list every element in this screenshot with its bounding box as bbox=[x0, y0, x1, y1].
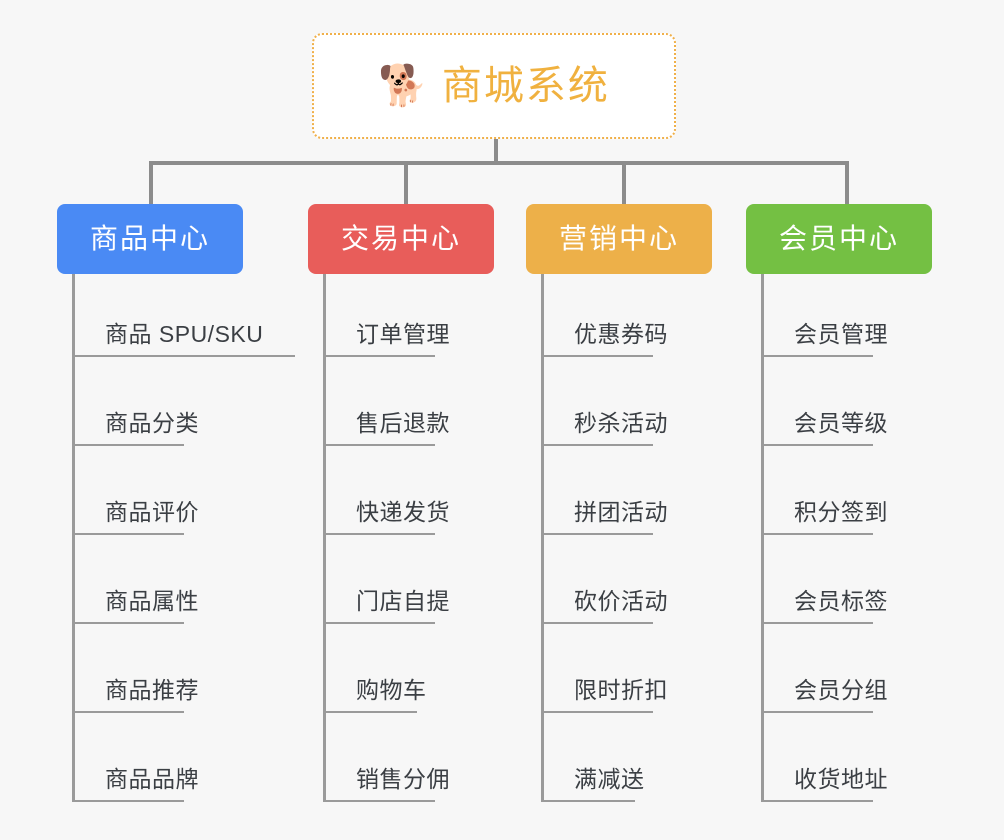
page-title: 商城系统 bbox=[441, 64, 610, 108]
category-box-member-center[interactable]: 会员中心 bbox=[746, 204, 932, 274]
leaf-underline bbox=[541, 355, 653, 357]
drop-line-product-center bbox=[149, 161, 153, 205]
leaf-label: 会员标签 bbox=[794, 588, 888, 614]
leaf-label: 快递发货 bbox=[356, 499, 450, 525]
leaf-label: 购物车 bbox=[356, 677, 427, 703]
leaf-underline bbox=[72, 800, 184, 802]
category-box-marketing-center[interactable]: 营销中心 bbox=[526, 204, 712, 274]
leaf-underline bbox=[72, 444, 184, 446]
leaf-underline bbox=[541, 444, 653, 446]
leaf-label: 销售分佣 bbox=[356, 766, 450, 792]
branch-trunk-marketing-center bbox=[541, 274, 544, 802]
drop-line-marketing-center bbox=[622, 161, 626, 205]
leaf-underline bbox=[323, 711, 417, 713]
leaf-label: 优惠券码 bbox=[574, 321, 668, 347]
leaf-label: 限时折扣 bbox=[574, 677, 668, 703]
leaf-underline bbox=[541, 533, 653, 535]
leaf-underline bbox=[323, 355, 435, 357]
leaf-underline bbox=[761, 355, 873, 357]
leaf-label: 秒杀活动 bbox=[574, 410, 668, 436]
leaf-underline bbox=[761, 711, 873, 713]
leaf-label: 售后退款 bbox=[356, 410, 450, 436]
leaf-underline bbox=[323, 622, 435, 624]
leaf-label: 商品分类 bbox=[105, 410, 199, 436]
drop-line-member-center bbox=[845, 161, 849, 205]
leaf-label: 订单管理 bbox=[356, 321, 450, 347]
connector-bus-line bbox=[149, 161, 849, 165]
leaf-underline bbox=[323, 533, 435, 535]
leaf-underline bbox=[72, 711, 184, 713]
leaf-label: 商品 SPU/SKU bbox=[105, 321, 264, 347]
dog-face-icon: 🐕 bbox=[378, 64, 428, 108]
leaf-underline bbox=[541, 622, 653, 624]
leaf-underline bbox=[761, 800, 873, 802]
leaf-label: 收货地址 bbox=[794, 766, 888, 792]
leaf-label: 会员管理 bbox=[794, 321, 888, 347]
leaf-label: 满减送 bbox=[574, 766, 645, 792]
leaf-underline bbox=[761, 444, 873, 446]
leaf-underline bbox=[323, 800, 435, 802]
leaf-label: 商品评价 bbox=[105, 499, 199, 525]
leaf-label: 商品属性 bbox=[105, 588, 199, 614]
category-label: 营销中心 bbox=[558, 223, 679, 254]
leaf-label: 拼团活动 bbox=[574, 499, 668, 525]
leaf-label: 门店自提 bbox=[356, 588, 450, 614]
category-box-product-center[interactable]: 商品中心 bbox=[57, 204, 243, 274]
leaf-underline bbox=[761, 622, 873, 624]
branch-trunk-product-center bbox=[72, 274, 75, 802]
leaf-underline bbox=[72, 355, 295, 357]
root-stem-line bbox=[494, 139, 498, 164]
leaf-label: 商品推荐 bbox=[105, 677, 199, 703]
root-node[interactable]: 🐕 商城系统 bbox=[312, 33, 676, 139]
leaf-underline bbox=[541, 711, 653, 713]
leaf-label: 积分签到 bbox=[794, 499, 888, 525]
leaf-underline bbox=[323, 444, 435, 446]
drop-line-trade-center bbox=[404, 161, 408, 205]
category-label: 会员中心 bbox=[778, 223, 899, 254]
leaf-label: 会员分组 bbox=[794, 677, 888, 703]
leaf-label: 砍价活动 bbox=[574, 588, 668, 614]
leaf-label: 商品品牌 bbox=[105, 766, 199, 792]
branch-trunk-trade-center bbox=[323, 274, 326, 802]
leaf-underline bbox=[761, 533, 873, 535]
branch-trunk-member-center bbox=[761, 274, 764, 802]
leaf-label: 会员等级 bbox=[794, 410, 888, 436]
category-label: 交易中心 bbox=[340, 223, 461, 254]
leaf-underline bbox=[72, 622, 184, 624]
category-label: 商品中心 bbox=[89, 223, 210, 254]
category-box-trade-center[interactable]: 交易中心 bbox=[308, 204, 494, 274]
leaf-underline bbox=[72, 533, 184, 535]
leaf-underline bbox=[541, 800, 635, 802]
